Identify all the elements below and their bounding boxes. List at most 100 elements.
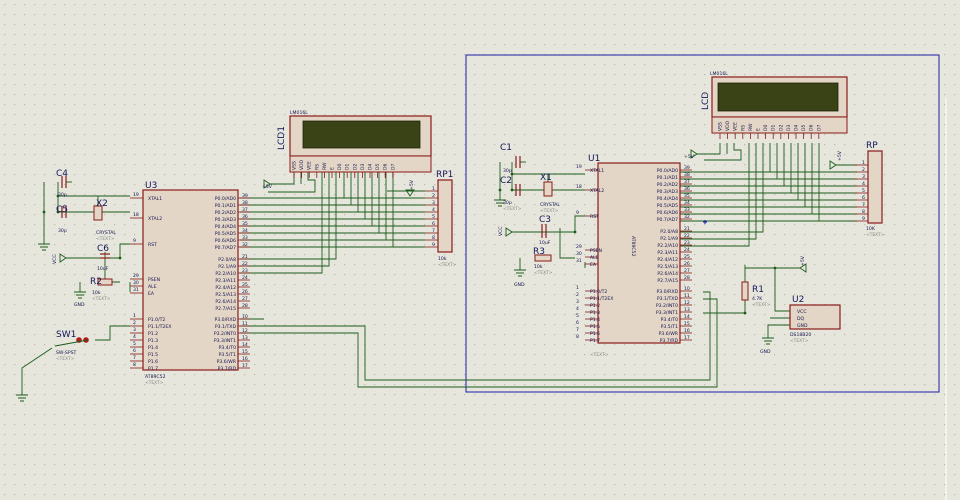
lcd1-pin-label: VSS bbox=[292, 161, 298, 170]
u3-p1-6: P1.6 bbox=[148, 359, 158, 365]
plus5v-left: +5V +5V bbox=[262, 179, 415, 197]
rp2-body[interactable] bbox=[867, 150, 883, 224]
crystal-x1[interactable]: X1 CRYSTAL <TEXT> bbox=[540, 173, 560, 214]
cap-c4[interactable]: C4 30p bbox=[56, 169, 68, 198]
lcd2-pin-label: D0 bbox=[763, 124, 769, 131]
gnd-u2-label: GND bbox=[760, 349, 771, 355]
u1-pin-number: 36 bbox=[684, 186, 690, 192]
resistor-r2[interactable]: R2 10k <TEXT> bbox=[90, 277, 113, 302]
r3-text: <TEXT> bbox=[534, 270, 553, 276]
sensor-u2[interactable]: U2 VCC DQ GND DS18B20 <TEXT> bbox=[789, 295, 841, 344]
u3-pin-label: P3.7/RD bbox=[218, 366, 237, 372]
u3-p1-2: P1.2 bbox=[148, 331, 158, 337]
rp1-body[interactable] bbox=[437, 179, 453, 253]
switch-sw1[interactable]: SW1 SW-SPST <TEXT> bbox=[54, 330, 89, 362]
resistor-r3[interactable]: R3 10k <TEXT> bbox=[533, 247, 553, 276]
u1-pin-label: P3.6/WR bbox=[659, 331, 679, 337]
u3-pin-label: P3.3/INT1 bbox=[214, 338, 236, 344]
u1-pin-number: 11 bbox=[684, 293, 690, 299]
u3-pin-number: 17 bbox=[242, 363, 248, 369]
u3-pin-label: P0.1/AD1 bbox=[215, 203, 236, 209]
u1-pin-rst: RST bbox=[590, 214, 599, 220]
plus5v-lcd2-label: +5V bbox=[684, 154, 695, 160]
u1-pin-label: P3.2/INT0 bbox=[656, 303, 678, 309]
u1-pin-number: 34 bbox=[684, 200, 690, 206]
selection-box[interactable] bbox=[465, 54, 940, 393]
rp2-value: 10K bbox=[866, 226, 876, 232]
c5-value: 30p bbox=[58, 228, 67, 234]
mcu-u3[interactable]: U3 AT89C52 <TEXT> XTAL1 XTAL2 RST PSEN A… bbox=[130, 181, 250, 386]
lcd1-pin-label: D6 bbox=[383, 163, 389, 170]
u1-num-29: 29 bbox=[576, 244, 582, 250]
u1-pin-label: P2.0/A8 bbox=[660, 229, 678, 235]
u1-pin-number: 15 bbox=[684, 321, 690, 327]
u1-num-1: 1 bbox=[576, 285, 579, 291]
u1-num-7: 7 bbox=[576, 327, 579, 333]
lcd1-pin-label: D5 bbox=[375, 163, 381, 170]
u3-pin-label: P2.1/A9 bbox=[218, 264, 236, 270]
u3-pin-number: 32 bbox=[242, 242, 248, 248]
u1-pin-number: 38 bbox=[684, 172, 690, 178]
u1-pin-label: P2.7/A15 bbox=[657, 278, 678, 284]
resistor-r1[interactable]: R1 4.7K <TEXT> bbox=[741, 281, 771, 308]
u1-pin-label: P0.6/AD6 bbox=[657, 210, 678, 216]
u1-pin-number: 21 bbox=[684, 226, 690, 232]
u3-num-2: 2 bbox=[133, 320, 136, 326]
vcc-left-label: VCC bbox=[52, 254, 58, 264]
mcu-u1[interactable]: U1 AT89C52 <TEXT> XTAL1 XTAL2 RST PSEN A… bbox=[576, 154, 692, 358]
lcd2-pin-label: VEE bbox=[733, 122, 739, 131]
u3-num-7: 7 bbox=[133, 355, 136, 361]
rp2-pin-number: 8 bbox=[862, 209, 865, 215]
ground-symbols-right: GND GND bbox=[494, 199, 774, 355]
u1-pin-label: P0.2/AD2 bbox=[657, 182, 678, 188]
lcd1-pin-label: D4 bbox=[368, 163, 374, 170]
r1-text: <TEXT> bbox=[752, 302, 771, 308]
u3-num-31: 31 bbox=[133, 287, 139, 293]
c2-value: 30p bbox=[503, 200, 512, 206]
rp2-pin-number: 5 bbox=[862, 188, 865, 194]
u3-p1-7: P1.7 bbox=[148, 366, 158, 372]
u3-pin-label: P2.0/A8 bbox=[218, 257, 236, 263]
x2-text: <TEXT> bbox=[96, 236, 115, 242]
rp1-pin-number: 5 bbox=[432, 214, 435, 220]
u1-pin-label: P2.1/A9 bbox=[660, 236, 678, 242]
u1-pin-label: P3.4/T0 bbox=[661, 317, 678, 323]
lcd2-pin-label: VSS bbox=[718, 122, 724, 131]
lcd1-pin-label: VEE bbox=[307, 161, 313, 170]
u1-num-30: 30 bbox=[576, 251, 582, 257]
cap-c6[interactable]: C6 10uF bbox=[97, 244, 110, 272]
u1-pin-label: P2.4/A12 bbox=[657, 257, 678, 263]
u1-p1-3: P1.3 bbox=[590, 310, 600, 316]
u1-pin-label: P2.3/A11 bbox=[657, 250, 678, 256]
u3-num-8: 8 bbox=[133, 362, 136, 368]
vcc-left: VCC bbox=[52, 253, 67, 264]
u3-pin-number: 13 bbox=[242, 335, 248, 341]
u1-pin-label: P3.1/TXD bbox=[657, 296, 679, 302]
crystal-x2[interactable]: X2 CRYSTAL <TEXT> bbox=[93, 199, 116, 242]
cap-c1[interactable]: C1 30p bbox=[500, 143, 521, 174]
cap-c2[interactable]: C2 30p <TEXT> bbox=[500, 176, 522, 212]
mcu-u1-body[interactable] bbox=[597, 162, 681, 344]
r1-ref: R1 bbox=[752, 285, 764, 295]
rp1-pin-number: 9 bbox=[432, 242, 435, 248]
u2-body[interactable] bbox=[789, 304, 841, 330]
u3-pin-number: 35 bbox=[242, 221, 248, 227]
u3-pin-label: P3.6/WR bbox=[217, 359, 237, 365]
u3-pin-number: 16 bbox=[242, 356, 248, 362]
u3-pin-number: 34 bbox=[242, 228, 248, 234]
lcd1-screen bbox=[302, 120, 421, 149]
c5-ref: C5 bbox=[56, 205, 68, 215]
c2-ref: C2 bbox=[500, 176, 512, 186]
c4-ref: C4 bbox=[56, 169, 68, 179]
u3-pin-label: P0.4/AD4 bbox=[215, 224, 236, 230]
cap-c3[interactable]: C3 10uF bbox=[539, 215, 551, 246]
cap-c5[interactable]: C5 30p bbox=[56, 205, 68, 234]
u1-pin-number: 25 bbox=[684, 254, 690, 260]
lcd1-pin-label: VDD bbox=[299, 159, 305, 170]
rp2-text: <TEXT> bbox=[866, 232, 885, 238]
